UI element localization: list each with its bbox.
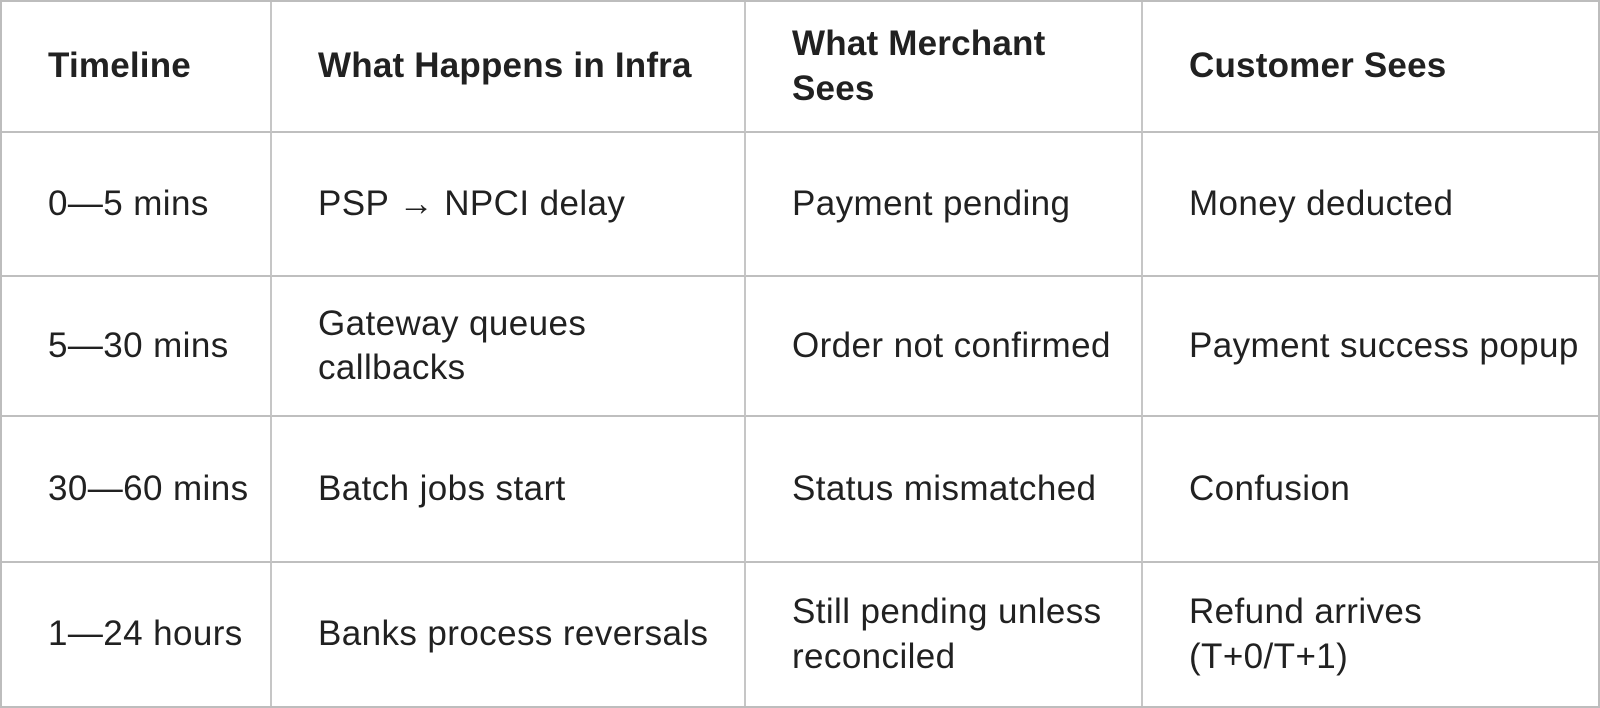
cell-row4-merchant: Still pending unless reconciled bbox=[746, 563, 1143, 706]
header-cell-timeline: Timeline bbox=[2, 2, 272, 133]
cell-text: Payment success popup bbox=[1189, 325, 1579, 365]
cell-text: 0—5 mins bbox=[48, 183, 209, 223]
cell-text: Payment pending bbox=[792, 183, 1071, 223]
cell-row1-infra: PSP → NPCI delay bbox=[272, 133, 746, 277]
cell-text: Confusion bbox=[1189, 468, 1351, 508]
cell-row2-infra: Gateway queues callbacks bbox=[272, 277, 746, 417]
cell-text: PSP → NPCI delay bbox=[318, 183, 626, 223]
cell-text: Refund arrives (T+0/T+1) bbox=[1189, 592, 1423, 676]
cell-row1-timeline: 0—5 mins bbox=[2, 133, 272, 277]
header-label-customer: Customer Sees bbox=[1189, 46, 1447, 86]
cell-row2-timeline: 5—30 mins bbox=[2, 277, 272, 417]
cell-text: Gateway queues callbacks bbox=[318, 303, 587, 387]
cell-text: 5—30 mins bbox=[48, 325, 229, 365]
cell-row2-merchant: Order not confirmed bbox=[746, 277, 1143, 417]
cell-row1-merchant: Payment pending bbox=[746, 133, 1143, 277]
cell-row4-infra: Banks process reversals bbox=[272, 563, 746, 706]
cell-row3-infra: Batch jobs start bbox=[272, 417, 746, 563]
cell-row4-customer: Refund arrives (T+0/T+1) bbox=[1143, 563, 1598, 706]
cell-text: Order not confirmed bbox=[792, 325, 1111, 365]
cell-row3-merchant: Status mismatched bbox=[746, 417, 1143, 563]
cell-text: 30—60 mins bbox=[48, 468, 249, 508]
header-cell-customer: Customer Sees bbox=[1143, 2, 1598, 133]
cell-row4-timeline: 1—24 hours bbox=[2, 563, 272, 706]
cell-row2-customer: Payment success popup bbox=[1143, 277, 1598, 417]
cell-row3-timeline: 30—60 mins bbox=[2, 417, 272, 563]
header-cell-merchant: What Merchant Sees bbox=[746, 2, 1143, 133]
cell-row3-customer: Confusion bbox=[1143, 417, 1598, 563]
header-label-timeline: Timeline bbox=[48, 46, 191, 86]
cell-text: Banks process reversals bbox=[318, 614, 709, 654]
cell-row1-customer: Money deducted bbox=[1143, 133, 1598, 277]
cell-text: Money deducted bbox=[1189, 183, 1454, 223]
header-label-merchant: What Merchant Sees bbox=[792, 24, 1046, 108]
header-cell-infra: What Happens in Infra bbox=[272, 2, 746, 133]
cell-text: 1—24 hours bbox=[48, 614, 243, 654]
cell-text: Still pending unless reconciled bbox=[792, 592, 1102, 676]
header-label-infra: What Happens in Infra bbox=[318, 46, 692, 86]
cell-text: Status mismatched bbox=[792, 468, 1097, 508]
cell-text: Batch jobs start bbox=[318, 468, 566, 508]
